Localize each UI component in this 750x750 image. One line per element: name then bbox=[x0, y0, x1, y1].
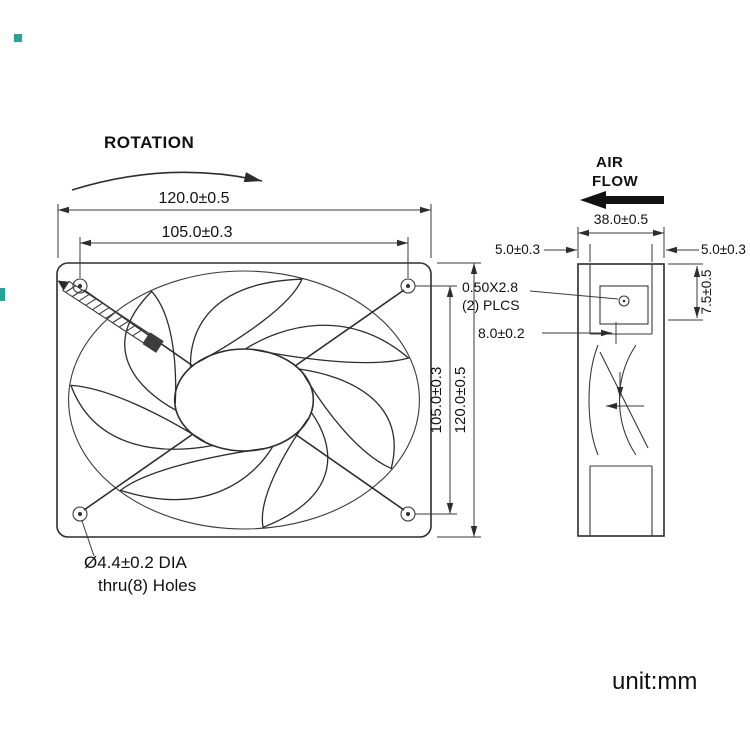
dim-flange-left-label: 5.0±0.3 bbox=[495, 242, 540, 257]
fan-blade bbox=[285, 354, 426, 471]
air-flow-label-line1: AIR bbox=[596, 154, 623, 171]
terminal-box bbox=[599, 285, 649, 325]
venturi-circle bbox=[69, 271, 420, 529]
fan-blade bbox=[257, 409, 343, 534]
strut bbox=[294, 433, 405, 511]
hole-callout: Ø4.4±0.2 DIA thru(8) Holes bbox=[81, 520, 196, 595]
side-view: AIR FLOW 38.0±0.5 5.0±0.3 5.0±0.3 7.5± bbox=[462, 154, 746, 537]
terminal-callout: 0.50X2.8 (2) PLCS bbox=[462, 279, 619, 313]
fan-blade bbox=[118, 434, 287, 520]
hole-center bbox=[405, 511, 411, 517]
hole-center bbox=[77, 283, 83, 289]
section-lines bbox=[589, 264, 653, 536]
air-flow-arrow bbox=[580, 191, 664, 209]
fan-blade bbox=[52, 381, 221, 467]
dim-outer-height-label: 120.0±0.5 bbox=[452, 367, 469, 434]
air-flow-label-line2: FLOW bbox=[592, 173, 638, 190]
dim-terminal-depth-label: 8.0±0.2 bbox=[478, 325, 525, 341]
blade-profile bbox=[588, 344, 649, 456]
terminal-note-line2: (2) PLCS bbox=[462, 297, 520, 313]
dim-flange-left: 5.0±0.3 bbox=[495, 242, 591, 262]
terminal-screw bbox=[618, 295, 630, 307]
fan-frame bbox=[56, 262, 432, 538]
wire-tip bbox=[57, 280, 69, 291]
mounting-hole bbox=[72, 506, 88, 522]
dim-terminal-depth: 8.0±0.2 bbox=[478, 322, 617, 344]
dim-hole-pitch-width: 105.0±0.3 bbox=[79, 224, 409, 278]
fan-blade bbox=[245, 325, 408, 362]
dim-hole-pitch-height-label: 105.0±0.3 bbox=[428, 367, 445, 434]
terminal-block bbox=[599, 285, 649, 325]
dim-terminal-offset-label: 7.5±0.5 bbox=[699, 270, 714, 315]
rotation-label: ROTATION bbox=[104, 133, 194, 152]
impeller bbox=[52, 259, 426, 535]
artifact-dot bbox=[0, 288, 5, 301]
fan-blade bbox=[165, 259, 306, 376]
wire-connector bbox=[142, 332, 164, 353]
artifact-dot bbox=[14, 34, 22, 42]
side-body bbox=[577, 263, 665, 537]
dim-terminal-offset: 7.5±0.5 bbox=[668, 263, 714, 321]
dim-outer-width-label: 120.0±0.5 bbox=[158, 190, 229, 207]
fan-blades bbox=[52, 259, 426, 535]
leader-line bbox=[529, 290, 619, 300]
wire-hatching bbox=[65, 285, 144, 337]
dim-flange-right-label: 5.0±0.3 bbox=[701, 242, 746, 257]
dim-hole-pitch-height: 105.0±0.3 bbox=[415, 285, 457, 515]
screw-center bbox=[622, 299, 626, 303]
leader-line bbox=[81, 520, 95, 557]
strut bbox=[83, 433, 194, 511]
dim-outer-height: 120.0±0.5 bbox=[437, 262, 481, 538]
strut bbox=[294, 289, 405, 367]
dim-flange-right: 5.0±0.3 bbox=[651, 242, 746, 262]
dim-outer-width: 120.0±0.5 bbox=[57, 190, 432, 258]
internal-arrows bbox=[606, 372, 644, 410]
hole-center bbox=[405, 283, 411, 289]
hole-center bbox=[77, 511, 83, 517]
hole-note-line2: thru(8) Holes bbox=[98, 576, 196, 595]
dim-depth: 38.0±0.5 bbox=[577, 211, 665, 258]
front-view: ROTATION 120.0±0.5 105.0±0.3 105.0±0.3 bbox=[52, 133, 481, 595]
power-wire bbox=[57, 280, 164, 353]
dim-depth-label: 38.0±0.5 bbox=[594, 211, 649, 227]
dim-hole-pitch-width-label: 105.0±0.3 bbox=[161, 224, 232, 241]
terminal-note-line1: 0.50X2.8 bbox=[462, 279, 518, 295]
mounting-holes bbox=[72, 278, 416, 522]
unit-label: unit:mm bbox=[612, 668, 697, 695]
mounting-hole bbox=[72, 278, 88, 294]
corner-struts bbox=[83, 289, 405, 511]
hole-note-line1: Ø4.4±0.2 DIA bbox=[84, 553, 188, 572]
fan-blade bbox=[108, 290, 194, 415]
rotation-arrow bbox=[71, 171, 263, 191]
